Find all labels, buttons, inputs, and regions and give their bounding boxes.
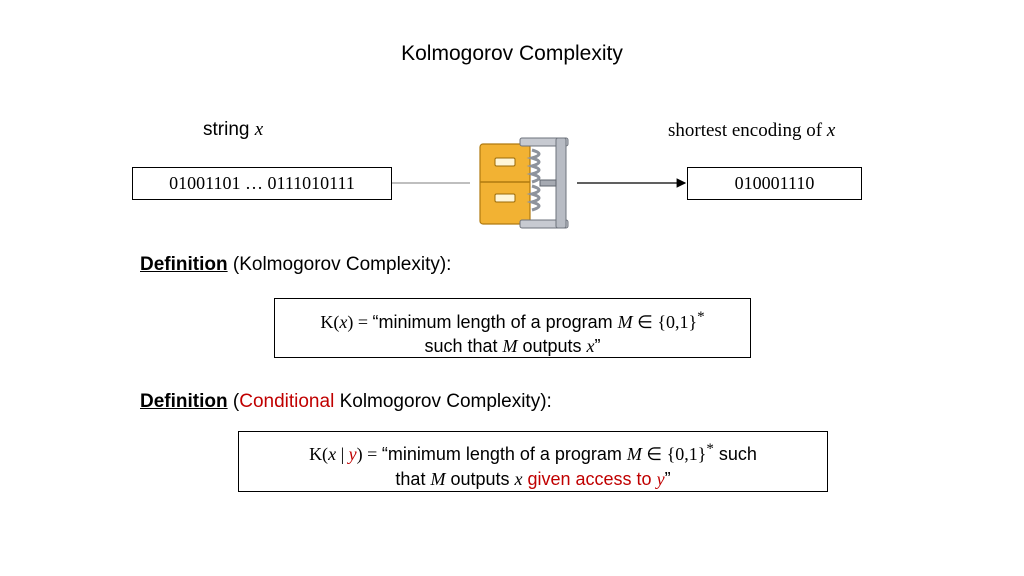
formula-1-k: K( bbox=[320, 312, 340, 332]
formula-2-text3: outputs bbox=[445, 469, 515, 489]
formula-2-m2: M bbox=[430, 469, 446, 489]
definition-2-formula: K(x | y) = “minimum length of a program … bbox=[238, 431, 828, 492]
formula-1-end: ” bbox=[594, 336, 601, 356]
zip-compressor-icon bbox=[479, 137, 569, 229]
formula-2-x: x bbox=[328, 444, 337, 464]
formula-2-m: M bbox=[626, 444, 642, 464]
definition-2-open: ( bbox=[232, 391, 240, 412]
formula-1-line-1: K(x) = “minimum length of a program M ∈ … bbox=[275, 305, 750, 334]
formula-1-eq: ) = bbox=[347, 312, 373, 332]
slide-title: Kolmogorov Complexity bbox=[401, 42, 623, 65]
formula-2-out: x bbox=[514, 469, 523, 489]
string-label: string x bbox=[203, 119, 263, 141]
formula-2-line-2: that M outputs x given access to y” bbox=[239, 467, 827, 492]
formula-1-x: x bbox=[339, 312, 348, 332]
formula-1-text3: outputs bbox=[517, 336, 587, 356]
formula-2-given: given access to bbox=[522, 469, 657, 489]
formula-2-cond: y bbox=[656, 469, 665, 489]
string-var: x bbox=[254, 119, 264, 140]
formula-2-y: y bbox=[348, 444, 357, 464]
encoding-label-text: shortest encoding of bbox=[668, 120, 823, 141]
formula-1-m2: M bbox=[502, 336, 518, 356]
encoding-var: x bbox=[826, 120, 836, 141]
definition-2-keyword: Definition bbox=[140, 391, 228, 412]
definition-1-title: Kolmogorov Complexity): bbox=[239, 254, 452, 275]
formula-2-line-1: K(x | y) = “minimum length of a program … bbox=[239, 437, 827, 467]
formula-2-bar: | bbox=[336, 444, 349, 464]
definition-1-keyword: Definition bbox=[140, 254, 228, 275]
formula-2-eq: ) = bbox=[356, 444, 382, 464]
formula-1-text: “minimum length of a program bbox=[372, 312, 618, 332]
formula-2-text2: that bbox=[395, 469, 431, 489]
formula-2-k: K( bbox=[309, 444, 329, 464]
definition-1-heading: Definition (Kolmogorov Complexity): bbox=[140, 254, 451, 276]
definition-2-title: Kolmogorov Complexity): bbox=[334, 391, 552, 412]
definition-1-formula: K(x) = “minimum length of a program M ∈ … bbox=[274, 298, 751, 358]
formula-1-line-2: such that M outputs x” bbox=[275, 334, 750, 358]
formula-1-set: ∈ {0,1} bbox=[632, 312, 698, 332]
formula-2-text: “minimum length of a program bbox=[381, 444, 627, 464]
definition-2-heading: Definition (Conditional Kolmogorov Compl… bbox=[140, 391, 552, 413]
formula-2-star: * bbox=[706, 441, 714, 457]
formula-1-text2: such that bbox=[424, 336, 503, 356]
input-string-box: 01001101 … 0111010111 bbox=[132, 167, 392, 200]
formula-1-star: * bbox=[697, 309, 705, 325]
encoding-label: shortest encoding of x bbox=[668, 120, 835, 142]
definition-2-highlight: Conditional bbox=[239, 391, 335, 412]
string-label-text: string bbox=[203, 119, 250, 140]
formula-1-m: M bbox=[617, 312, 633, 332]
formula-1-out: x bbox=[586, 336, 595, 356]
definition-1-open: ( bbox=[232, 254, 240, 275]
formula-2-text1b: such bbox=[713, 444, 757, 464]
formula-2-set: ∈ {0,1} bbox=[641, 444, 707, 464]
output-encoding-box: 010001110 bbox=[687, 167, 862, 200]
formula-2-end: ” bbox=[664, 469, 671, 489]
